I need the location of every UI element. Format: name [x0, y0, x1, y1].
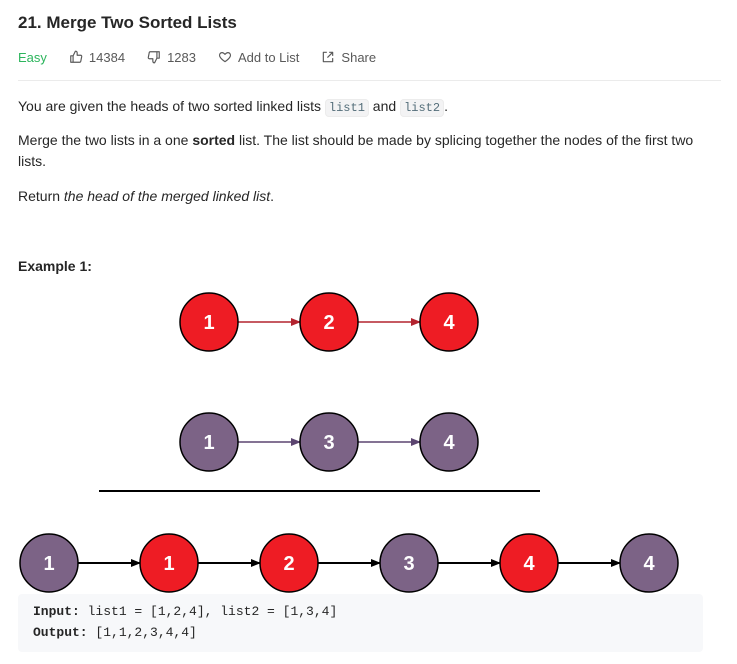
difficulty-badge: Easy [18, 49, 47, 65]
like-button[interactable]: 14384 [69, 50, 125, 65]
list1-node: 1 [179, 292, 239, 352]
merged-node-value: 3 [403, 553, 414, 575]
merged-node-circle [139, 533, 199, 593]
share-button[interactable]: Share [321, 50, 376, 65]
dislike-count: 1283 [167, 49, 196, 65]
code-list1: list1 [324, 99, 369, 117]
p2-bold-text: sorted [192, 132, 236, 148]
description-paragraph-1: You are given the heads of two sorted li… [18, 96, 718, 119]
list1-node: 2 [299, 292, 359, 352]
p3-text-after: . [270, 188, 275, 204]
list2-node-circle [179, 412, 239, 472]
output-line: Output: [1,1,2,3,4,4] [33, 625, 197, 640]
add-to-list-label: Add to List [237, 49, 300, 65]
like-count: 14384 [88, 49, 126, 65]
merged-node: 2 [259, 533, 319, 593]
p2-text-before: Merge the two lists in a one [18, 132, 193, 148]
list2-node-value: 4 [443, 432, 455, 454]
description-paragraph-2: Merge the two lists in a one sorted list… [18, 130, 718, 172]
list1-node-circle [419, 292, 479, 352]
merged-node-value: 1 [43, 553, 54, 575]
heart-icon [218, 52, 232, 63]
thumbs-down-icon [147, 51, 160, 64]
list1-node-value: 2 [323, 312, 334, 334]
example-title: Example 1: [18, 258, 92, 274]
list2-node: 1 [179, 412, 239, 472]
list1-node: 4 [419, 292, 479, 352]
p3-text-before: Return [18, 188, 64, 204]
merged-node-value: 1 [163, 553, 174, 575]
list2-node-circle [299, 412, 359, 472]
share-icon [323, 51, 334, 63]
list2-node-circle [419, 412, 479, 472]
list1-node-circle [299, 292, 359, 352]
description-paragraph-3: Return the head of the merged linked lis… [18, 186, 718, 207]
merged-node-circle [259, 533, 319, 593]
code-list2: list2 [400, 99, 445, 117]
merged-node-circle [499, 533, 559, 593]
example-io-block: Input: list1 = [1,2,4], list2 = [1,3,4] … [18, 594, 703, 652]
input-value: list1 = [1,2,4], list2 = [1,3,4] [79, 604, 338, 619]
p1-text-mid: and [368, 98, 401, 114]
share-label: Share [341, 49, 377, 65]
input-line: Input: list1 = [1,2,4], list2 = [1,3,4] [33, 604, 337, 619]
p3-italic-text: the head of the merged linked list [63, 188, 271, 204]
add-to-list-button[interactable]: Add to List [218, 50, 299, 65]
list2-node-value: 3 [323, 432, 334, 454]
merged-node: 1 [139, 533, 199, 593]
output-label: Output: [33, 625, 88, 640]
p2-text-after: list. The list should be made by splicin… [18, 132, 694, 169]
p1-text-before: You are given the heads of two sorted li… [18, 98, 325, 114]
merged-node-value: 4 [523, 553, 535, 575]
p1-text-after: . [444, 98, 448, 114]
thumbs-up-icon [70, 50, 83, 63]
header-divider [18, 80, 721, 81]
merged-node: 3 [379, 533, 439, 593]
list2-node-value: 1 [203, 432, 214, 454]
list1-node-value: 4 [443, 312, 455, 334]
input-label: Input: [33, 604, 80, 619]
merged-node: 4 [499, 533, 559, 593]
merged-node-value: 2 [283, 553, 294, 575]
merged-node-circle [619, 533, 679, 593]
list2-node: 3 [299, 412, 359, 472]
merged-node-value: 4 [643, 553, 655, 575]
merged-node-circle [19, 533, 79, 593]
output-value: [1,1,2,3,4,4] [87, 625, 197, 640]
list1-node-circle [179, 292, 239, 352]
problem-title: 21. Merge Two Sorted Lists [18, 13, 237, 32]
list2-node: 4 [419, 412, 479, 472]
dislike-button[interactable]: 1283 [147, 50, 196, 65]
merged-node: 4 [619, 533, 679, 593]
problem-meta-bar: Easy 14384 1283 Add to List Share [18, 48, 398, 66]
merged-node-circle [379, 533, 439, 593]
merged-node: 1 [19, 533, 79, 593]
list1-node-value: 1 [203, 312, 214, 334]
